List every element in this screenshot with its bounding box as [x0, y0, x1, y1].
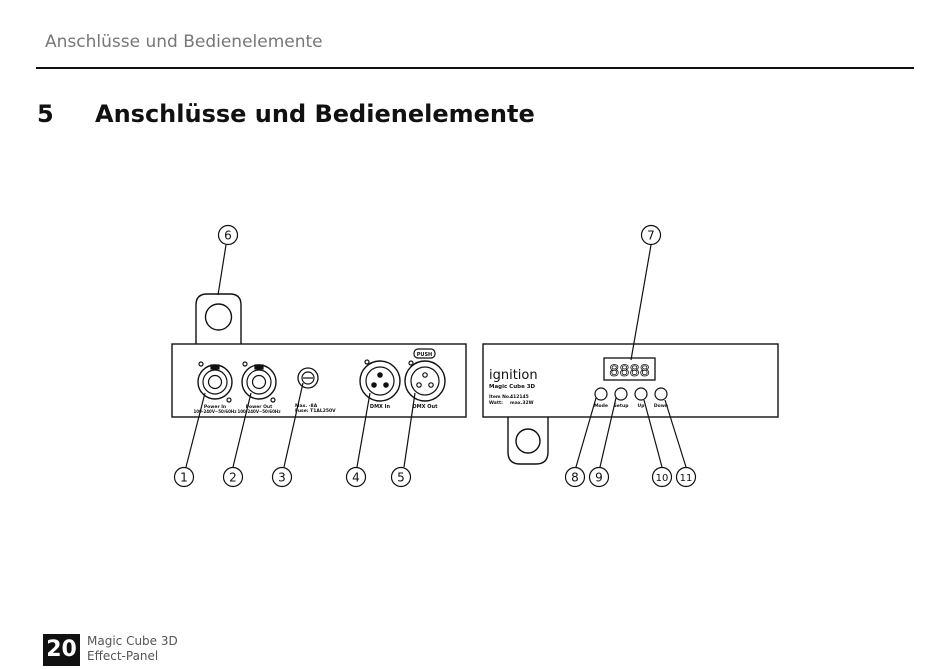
up-button[interactable]	[634, 387, 648, 401]
power-out-connector	[241, 361, 277, 403]
item-no-label: Item No.:	[489, 394, 513, 400]
callout-circle-6	[217, 224, 239, 246]
fuse-holder	[297, 367, 319, 389]
callout-number-5: 5	[397, 471, 405, 485]
mode-button[interactable]	[594, 387, 608, 401]
callout-number-1: 1	[180, 471, 188, 485]
dmx-in-connector	[359, 359, 401, 402]
power-out-spec: 100-240V~50/60Hz	[237, 409, 281, 414]
power-out-label: Power Out	[246, 404, 273, 410]
rear-panel	[171, 343, 467, 418]
callout-circle-10	[651, 466, 673, 488]
running-header: Anschlüsse und Bedienelemente	[45, 32, 323, 52]
callout-number-4: 4	[352, 471, 360, 485]
chapter-number: 5	[37, 100, 54, 128]
callout-number-3: 3	[278, 471, 286, 485]
down-button[interactable]	[654, 387, 668, 401]
callout-circle-2	[222, 466, 244, 488]
dmx-in-label: DMX In	[370, 404, 391, 410]
callout-circle-7	[640, 224, 662, 246]
chapter-title: Anschlüsse und Bedienelemente	[95, 100, 535, 128]
push-label: PUSH	[417, 352, 433, 358]
brand-logo: ignition	[489, 368, 538, 383]
callout-number-11: 11	[680, 473, 693, 484]
callout-circle-4	[345, 466, 367, 488]
callout-circle-3	[271, 466, 293, 488]
mounting-ring-6	[195, 293, 242, 344]
model-label: Magic Cube 3D	[489, 384, 536, 390]
up-button-label: Up	[638, 403, 646, 409]
fuse-spec-label: Fuse: T1AL250V	[295, 408, 336, 414]
dmx-out-label: DMX Out	[413, 404, 439, 410]
page-number: 20	[43, 634, 80, 666]
footer-product-name: Magic Cube 3D	[87, 634, 178, 648]
callout-circle-1	[173, 466, 195, 488]
callout-circle-11	[675, 466, 697, 488]
dmx-out-connector	[404, 348, 446, 402]
power-in-label: Power In	[204, 404, 226, 410]
setup-button[interactable]	[614, 387, 628, 401]
callout-number-6: 6	[224, 229, 232, 243]
callout-number-8: 8	[571, 471, 579, 485]
setup-button-label: Setup	[614, 403, 630, 409]
callout-number-7: 7	[647, 229, 655, 243]
callout-number-10: 10	[656, 473, 669, 484]
front-panel	[482, 343, 779, 418]
led-display	[603, 357, 656, 381]
display-digits: 8888	[609, 361, 650, 380]
mode-button-label: Mode	[594, 403, 608, 409]
callout-circle-8	[564, 466, 586, 488]
watt-value: max.32W	[510, 400, 534, 406]
header-rule	[36, 67, 914, 69]
callout-number-9: 9	[595, 471, 603, 485]
fuse-max-label: Max. -8A	[295, 403, 318, 409]
down-button-label: Down	[654, 403, 668, 409]
mounting-ring-front	[507, 417, 549, 465]
callout-number-2: 2	[229, 471, 237, 485]
callout-circle-5	[390, 466, 412, 488]
item-no-value: 412145	[510, 394, 529, 400]
watt-label: Watt:	[489, 400, 503, 406]
callout-circle-9	[588, 466, 610, 488]
power-in-connector	[197, 361, 233, 403]
footer-product-type: Effect-Panel	[87, 649, 159, 663]
power-in-spec: 100-240V~50/60Hz	[193, 409, 237, 414]
